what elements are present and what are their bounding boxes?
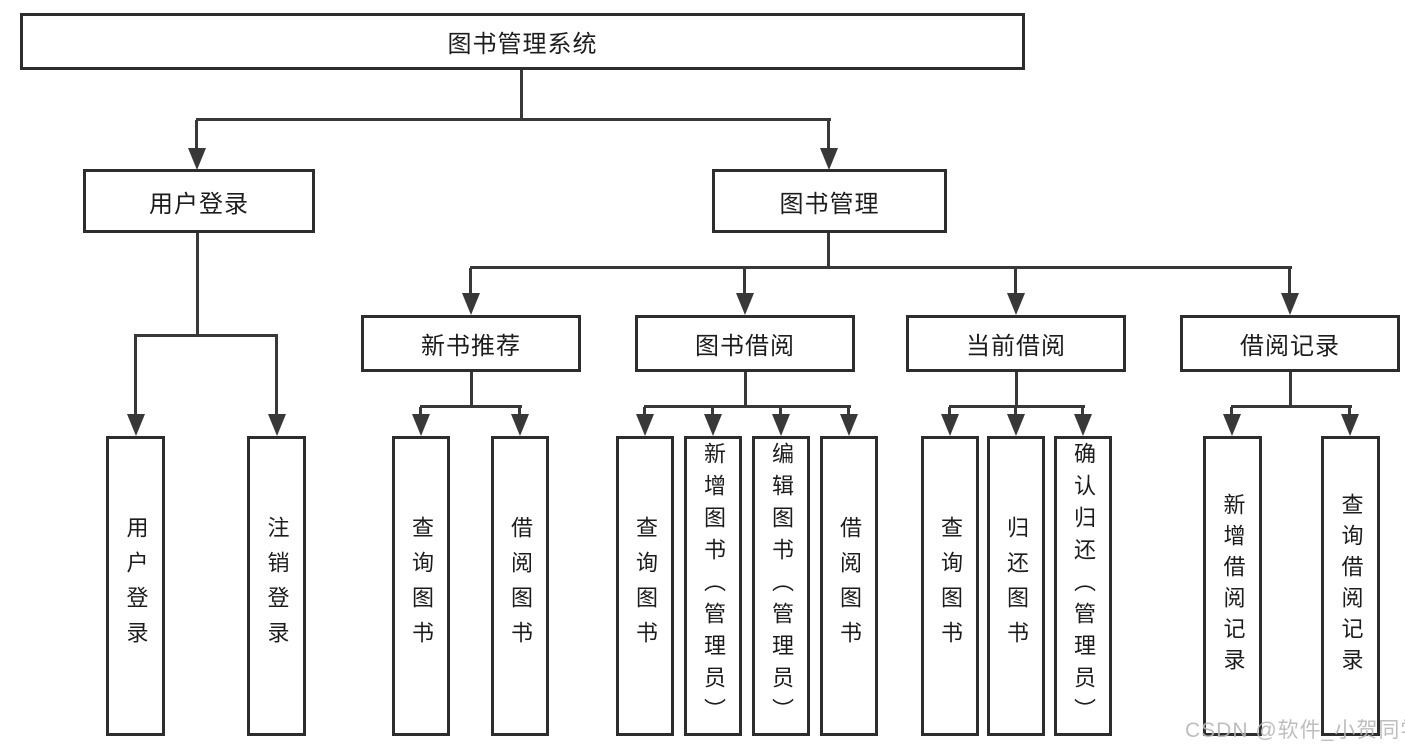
leaf-user-login-label: 用户登录	[123, 516, 149, 656]
node-borrow-records: 借阅记录	[1180, 315, 1400, 372]
node-current-borrow: 当前借阅	[906, 315, 1126, 372]
leaf-borrow-borrow-books-label: 借阅图书	[837, 516, 862, 656]
arrow-to-current-return	[1006, 407, 1025, 436]
connector-current-stub	[1015, 372, 1018, 407]
node-book-management: 图书管理	[712, 169, 947, 233]
node-root: 图书管理系统	[20, 13, 1025, 70]
csdn-watermark: CSDN @软件_小贺同学	[1185, 719, 1405, 742]
arrow-to-borrow-edit	[771, 407, 790, 436]
node-new-book-recommend: 新书推荐	[361, 315, 581, 372]
leaf-current-confirm-return-admin-label: 确认归还（管理员）	[1071, 442, 1096, 730]
connector-login-stub	[196, 233, 199, 336]
connector-borrow-stub	[744, 372, 747, 407]
arrow-to-recommend-borrow	[510, 407, 529, 436]
leaf-borrow-query-books-label: 查询图书	[633, 516, 658, 656]
leaf-recommend-borrow-books: 借阅图书	[491, 436, 549, 736]
connector-root-stub	[520, 70, 523, 120]
connector-login-rail	[134, 334, 278, 337]
connector-recommend-stub	[470, 372, 473, 407]
leaf-records-add-record-label: 新增借阅记录	[1220, 493, 1246, 679]
leaf-recommend-query-books-label: 查询图书	[409, 516, 434, 656]
connector-level3-rail	[470, 266, 1292, 269]
connector-current-rail	[949, 405, 1085, 408]
arrow-to-new-book-recommend	[461, 268, 480, 315]
arrow-to-current-confirm	[1073, 407, 1092, 436]
arrow-to-borrow-borrow	[839, 407, 858, 436]
arrow-to-records-query	[1340, 407, 1359, 436]
leaf-borrow-add-books-admin: 新增图书（管理员）	[684, 436, 742, 736]
connector-recommend-rail	[420, 405, 522, 408]
leaf-recommend-borrow-books-label: 借阅图书	[508, 516, 533, 656]
connector-level2-rail	[196, 118, 831, 121]
arrow-to-current-borrow	[1006, 268, 1025, 315]
arrow-to-book-borrow	[735, 268, 754, 315]
leaf-current-query-books: 查询图书	[921, 436, 979, 736]
arrow-to-user-login	[187, 120, 206, 170]
leaf-logout-label: 注销登录	[264, 516, 290, 656]
leaf-borrow-edit-books-admin-label: 编辑图书（管理员）	[769, 442, 794, 730]
leaf-logout: 注销登录	[247, 436, 306, 736]
node-book-borrow: 图书借阅	[635, 315, 855, 372]
leaf-user-login: 用户登录	[106, 436, 165, 736]
leaf-current-return-books-label: 归还图书	[1004, 516, 1029, 656]
arrow-to-borrow-query	[635, 407, 654, 436]
leaf-borrow-add-books-admin-label: 新增图书（管理员）	[701, 442, 726, 730]
node-user-login: 用户登录	[83, 169, 315, 233]
leaf-current-confirm-return-admin: 确认归还（管理员）	[1054, 436, 1112, 736]
leaf-borrow-edit-books-admin: 编辑图书（管理员）	[752, 436, 810, 736]
arrow-to-borrow-records	[1280, 268, 1299, 315]
connector-records-stub	[1289, 372, 1292, 407]
leaf-borrow-borrow-books: 借阅图书	[820, 436, 878, 736]
leaf-current-query-books-label: 查询图书	[938, 516, 963, 656]
arrow-to-book-management	[819, 120, 838, 170]
connector-records-rail	[1231, 405, 1352, 408]
arrow-to-borrow-add	[703, 407, 722, 436]
arrow-to-current-query	[940, 407, 959, 436]
arrow-to-recommend-query	[411, 407, 430, 436]
connector-books-stub	[827, 233, 830, 268]
leaf-records-add-record: 新增借阅记录	[1203, 436, 1262, 736]
arrow-to-leaf-user-login	[126, 336, 145, 436]
leaf-records-query-record: 查询借阅记录	[1321, 436, 1380, 736]
arrow-to-records-add	[1222, 407, 1241, 436]
leaf-current-return-books: 归还图书	[987, 436, 1045, 736]
leaf-borrow-query-books: 查询图书	[616, 436, 674, 736]
connector-borrow-rail	[644, 405, 851, 408]
leaf-recommend-query-books: 查询图书	[392, 436, 450, 736]
arrow-to-leaf-logout	[267, 336, 286, 436]
leaf-records-query-record-label: 查询借阅记录	[1338, 493, 1364, 679]
